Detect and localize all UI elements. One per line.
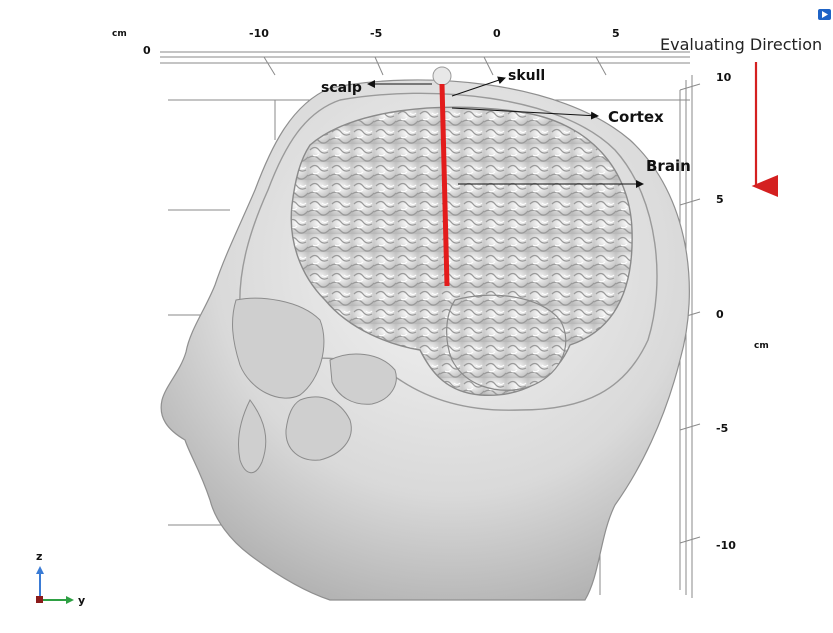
right-axis-tick: -10 — [716, 539, 736, 552]
app-logo-icon[interactable] — [818, 9, 831, 20]
cerebellum-surface — [447, 295, 566, 390]
z-arrow-head-icon — [36, 566, 44, 574]
z-axis-label: z — [36, 550, 42, 563]
brain-label: Brain — [646, 157, 691, 175]
y-arrow-head-icon — [66, 596, 74, 604]
evaluating-direction-label: Evaluating Direction — [660, 35, 822, 54]
top-axis-tick: -5 — [370, 27, 382, 40]
axis-triad[interactable]: z y — [36, 550, 85, 607]
top-axis-unit: cm — [112, 29, 127, 39]
right-axis-tick: -5 — [716, 422, 728, 435]
skull-label: skull — [508, 68, 545, 84]
right-axis-tick: 10 — [716, 71, 732, 84]
y-axis-label: y — [78, 594, 85, 607]
right-axis-unit: cm — [754, 341, 769, 351]
electrode-sphere — [433, 67, 451, 85]
top-axis-zero: 0 — [143, 44, 151, 57]
x-axis-marker — [36, 596, 43, 603]
top-axis-tick: -10 — [249, 27, 269, 40]
top-axis-tick: 0 — [493, 27, 501, 40]
right-axis-tick: 5 — [716, 193, 724, 206]
right-axis-tick: 0 — [716, 308, 724, 321]
top-axis-tick: 5 — [612, 27, 620, 40]
cortex-label: Cortex — [608, 108, 664, 126]
scalp-label: scalp — [321, 80, 362, 96]
